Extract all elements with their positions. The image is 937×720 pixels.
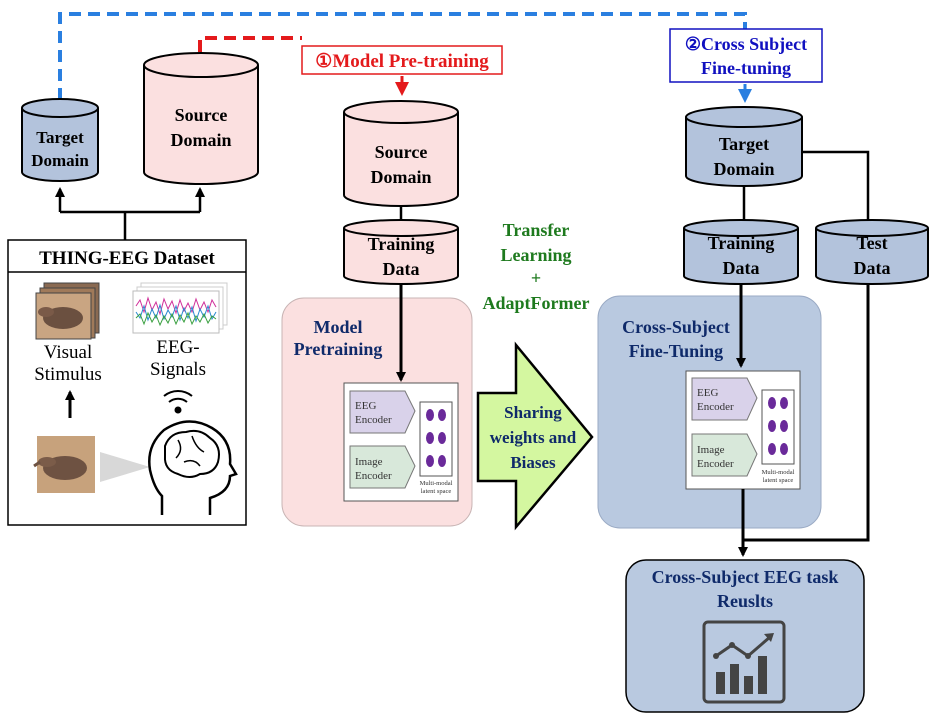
middle-eeg-encoder-line1: EEG (355, 400, 376, 412)
sharing-weights-arrow (476, 341, 594, 531)
left-target-domain-cylinder: Target Domain (21, 98, 99, 182)
middle-encoder-box: EEG Encoder Image Encoder Multi-modal la… (343, 382, 459, 502)
sharing-line3: Biases (510, 453, 556, 472)
fine-tuning-title1: Cross-Subject (622, 317, 730, 337)
middle-eeg-encoder-line2: Encoder (355, 414, 392, 426)
right-target-domain-cylinder: Target Domain (685, 106, 803, 187)
right-test-data-cylinder: Test Data (815, 219, 929, 285)
dataset-title: THING-EEG Dataset (39, 248, 215, 269)
right-latent-line2: latent space (763, 477, 794, 484)
results-title2: Reuslts (717, 591, 773, 611)
left-target-line2: Domain (31, 151, 89, 170)
transfer-line3: + (531, 268, 541, 288)
step1-text: ①Model Pre-training (315, 51, 489, 72)
test-to-results-line (743, 284, 870, 542)
stimulus-image-stack (35, 282, 100, 340)
step2-line2: Fine-tuning (701, 58, 791, 78)
right-target-line1: Target (719, 134, 769, 154)
model-pretraining-title1: Model (314, 317, 363, 337)
eeg-signals-line2: Signals (150, 359, 206, 380)
right-image-encoder-line1: Image (697, 444, 725, 456)
right-eeg-encoder-line1: EEG (697, 387, 718, 399)
transfer-line4: AdaptFormer (483, 293, 590, 313)
fine-tuning-title2: Fine-Tuning (629, 341, 723, 361)
middle-source-domain-cylinder: Source Domain (343, 100, 459, 207)
middle-latent-line1: Multi-modal (420, 480, 453, 487)
middle-latent-line2: latent space (421, 488, 452, 495)
middle-training-line2: Data (383, 259, 420, 279)
eeg-signal-plots (132, 282, 228, 334)
eeg-signals-line1: EEG- (156, 337, 199, 358)
right-training-line1: Training (708, 233, 775, 253)
right-test-line1: Test (856, 233, 887, 253)
results-box: Cross-Subject EEG task Reuslts (625, 559, 865, 713)
middle-source-line2: Domain (370, 167, 431, 187)
right-test-line2: Data (854, 258, 891, 278)
transfer-line2: Learning (500, 245, 571, 265)
left-source-line1: Source (175, 105, 228, 125)
visual-stimulus-line1: Visual (44, 342, 92, 363)
sharing-line2: weights and (490, 428, 577, 447)
left-target-line1: Target (36, 128, 84, 147)
right-image-encoder-line2: Encoder (697, 458, 734, 470)
transfer-line1: Transfer (503, 220, 570, 240)
left-source-line2: Domain (170, 130, 231, 150)
right-latent-line1: Multi-modal (762, 469, 795, 476)
red-dashed-line (198, 36, 302, 52)
dataset-split-connector (60, 210, 200, 240)
middle-image-encoder-line2: Encoder (355, 470, 392, 482)
model-pretraining-title2: Pretraining (294, 339, 383, 359)
middle-source-line1: Source (375, 142, 428, 162)
right-target-line2: Domain (713, 159, 774, 179)
right-training-data-cylinder: Training Data (683, 219, 799, 285)
head-brain-icon (148, 420, 238, 515)
blue-dashed-line (58, 12, 747, 100)
right-eeg-encoder-line2: Encoder (697, 401, 734, 413)
middle-training-line1: Training (368, 234, 435, 254)
thing-eeg-dataset-box: THING-EEG Dataset Visual Stimulus EEG- S… (7, 239, 247, 526)
results-title1: Cross-Subject EEG task (652, 567, 839, 587)
right-encoder-box: EEG Encoder Image Encoder Multi-modal la… (685, 370, 801, 490)
middle-image-encoder-line1: Image (355, 456, 383, 468)
step2-line1: ②Cross Subject (685, 34, 807, 54)
step2-label: ②Cross Subject Fine-tuning (669, 28, 823, 83)
left-source-domain-cylinder: Source Domain (143, 52, 259, 185)
middle-training-data-cylinder: Training Data (343, 219, 459, 285)
wireless-signal-icon (163, 389, 193, 414)
aardvark-photo (33, 436, 95, 493)
right-training-line2: Data (723, 258, 760, 278)
step1-label: ①Model Pre-training (301, 45, 503, 75)
sharing-line1: Sharing (504, 403, 562, 422)
target-to-test-line (802, 150, 870, 220)
projection-cone (100, 452, 150, 482)
analytics-chart-icon (702, 620, 786, 704)
visual-stimulus-line2: Stimulus (34, 364, 102, 385)
